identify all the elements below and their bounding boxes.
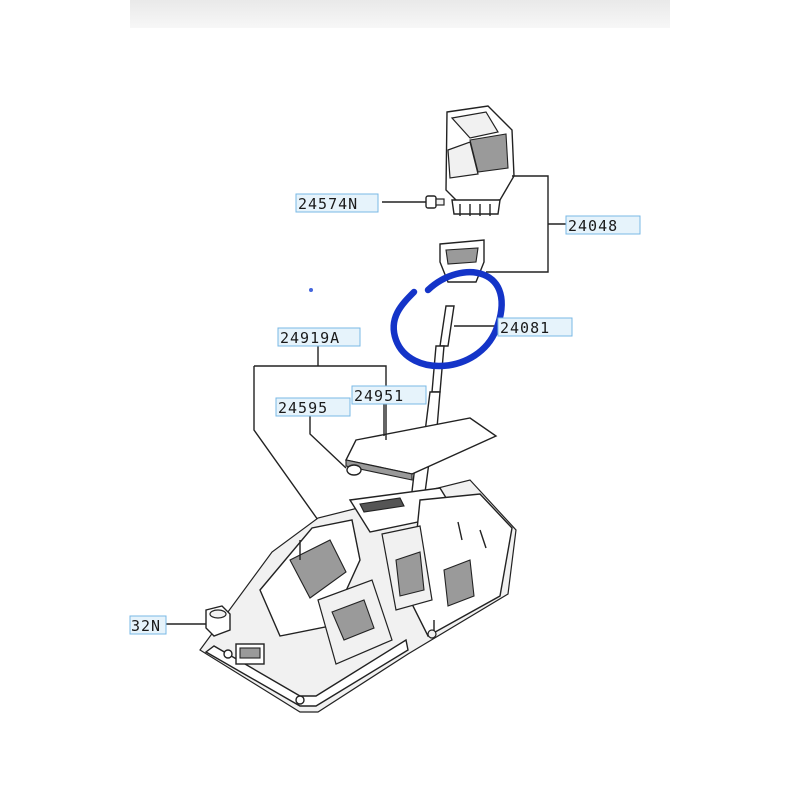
nut-part	[166, 605, 231, 637]
shift-rod	[439, 305, 498, 347]
bracket-24919A	[253, 346, 387, 521]
svg-text:24951: 24951	[354, 387, 404, 405]
annotation-circle	[390, 268, 505, 370]
label-32N: 32N	[129, 615, 167, 635]
top-edge-bar	[130, 0, 670, 28]
label-24048: 24048	[565, 215, 641, 235]
bulb-part	[309, 414, 362, 476]
label-24951: 24951	[351, 385, 427, 405]
label-24595: 24595	[275, 397, 351, 417]
svg-text:24574N: 24574N	[298, 195, 358, 213]
label-24574N: 24574N	[295, 193, 379, 213]
screw-part	[382, 195, 445, 209]
svg-text:24595: 24595	[278, 399, 328, 417]
shifter-assembly	[199, 479, 517, 713]
svg-text:24919A: 24919A	[280, 329, 340, 347]
indicator-cover	[344, 393, 498, 481]
label-24919A: 24919A	[277, 327, 361, 347]
svg-text:24081: 24081	[500, 319, 550, 337]
svg-text:32N: 32N	[131, 617, 161, 635]
shift-knob	[445, 105, 515, 216]
bracket-24048	[486, 175, 566, 273]
label-24081: 24081	[497, 317, 573, 337]
svg-text:24048: 24048	[568, 217, 618, 235]
annotation-dot	[309, 288, 313, 292]
